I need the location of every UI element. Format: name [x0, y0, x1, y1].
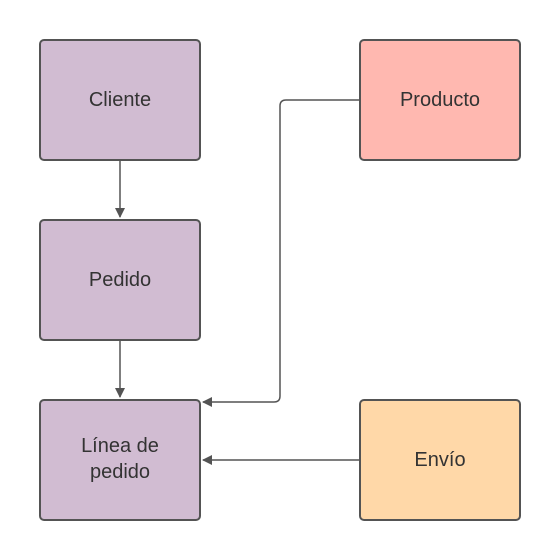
node-cliente-box	[39, 39, 201, 161]
node-linea-pedido-label-line2: pedido	[90, 461, 150, 483]
node-envio-box	[359, 399, 521, 521]
node-envio[interactable]: Envío	[359, 399, 521, 521]
node-producto[interactable]: Producto	[359, 39, 521, 161]
node-cliente-label: Cliente	[89, 89, 151, 111]
node-pedido[interactable]: Pedido	[39, 219, 201, 341]
node-producto-label: Producto	[400, 89, 480, 111]
node-producto-box	[359, 39, 521, 161]
node-cliente[interactable]: Cliente	[39, 39, 201, 161]
node-linea-pedido-label-line1: Línea de	[81, 435, 159, 457]
node-linea-pedido-box	[39, 399, 201, 521]
node-envio-label: Envío	[414, 449, 465, 471]
node-pedido-box	[39, 219, 201, 341]
node-pedido-label: Pedido	[89, 269, 151, 291]
node-linea-pedido[interactable]: Línea de pedido	[39, 399, 201, 521]
edge-producto-linea	[202, 99, 360, 407]
